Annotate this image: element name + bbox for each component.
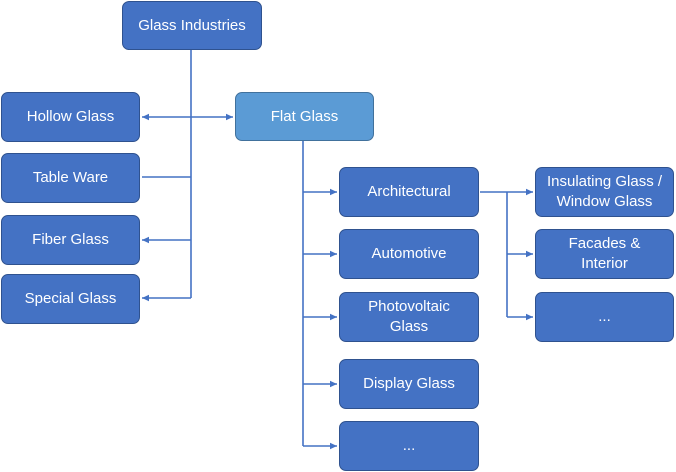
node-display-glass: Display Glass — [339, 359, 479, 409]
node-automotive: Automotive — [339, 229, 479, 279]
node-photovoltaic-glass: Photovoltaic Glass — [339, 292, 479, 342]
node-fiber-glass: Fiber Glass — [1, 215, 140, 265]
node-insulating-glass: Insulating Glass / Window Glass — [535, 167, 674, 217]
node-special-glass: Special Glass — [1, 274, 140, 324]
node-architectural: Architectural — [339, 167, 479, 217]
node-flat-more: ... — [339, 421, 479, 471]
node-architectural-more: ... — [535, 292, 674, 342]
node-glass-industries: Glass Industries — [122, 1, 262, 50]
node-hollow-glass: Hollow Glass — [1, 92, 140, 142]
node-flat-glass: Flat Glass — [235, 92, 374, 141]
node-facades-interior: Facades & Interior — [535, 229, 674, 279]
node-table-ware: Table Ware — [1, 153, 140, 203]
